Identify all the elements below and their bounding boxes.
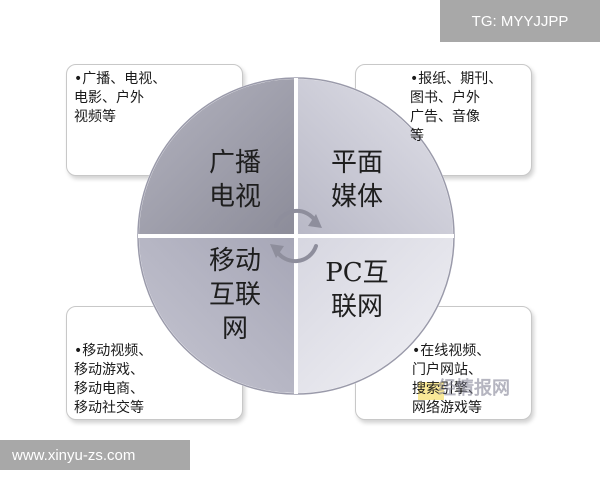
watermark-tg-label: TG: MYYJJPP xyxy=(440,0,600,42)
watermark-url-label: www.xinyu-zs.com xyxy=(0,440,190,470)
site-watermark: 经情报网 xyxy=(438,378,510,399)
callout-text-broadcast: •广播、电视、 电影、户外 视频等 xyxy=(74,71,167,125)
quadrant-label-pc: PC互 联网 xyxy=(325,258,389,322)
quadrant-label-print: 平面 媒体 xyxy=(330,148,383,212)
callout-text-pc: •在线视频、 门户网站、 搜索引擎、 网络游戏等 xyxy=(412,343,491,416)
cycle-arrows-icon xyxy=(274,208,318,264)
callout-text-mobile: •移动视频、 移动游戏、 移动电商、 移动社交等 xyxy=(74,343,153,416)
quadrant-label-broadcast: 广播 电视 xyxy=(208,148,261,212)
callout-text-print: •报纸、期刊、 图书、户外 广告、音像 等 xyxy=(410,71,503,144)
quadrant-label-mobile: 移动 互联 网 xyxy=(208,246,261,344)
search-highlight xyxy=(418,382,444,400)
